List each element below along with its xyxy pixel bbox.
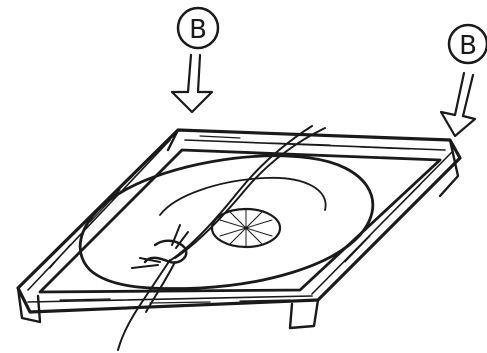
callout-b-left: B: [172, 8, 218, 112]
down-arrow-icon: [172, 55, 212, 112]
callout-letter: B: [189, 15, 207, 45]
down-arrow-icon: [441, 73, 475, 136]
callout-letter: B: [459, 31, 477, 61]
callout-b-right: B: [441, 25, 487, 136]
